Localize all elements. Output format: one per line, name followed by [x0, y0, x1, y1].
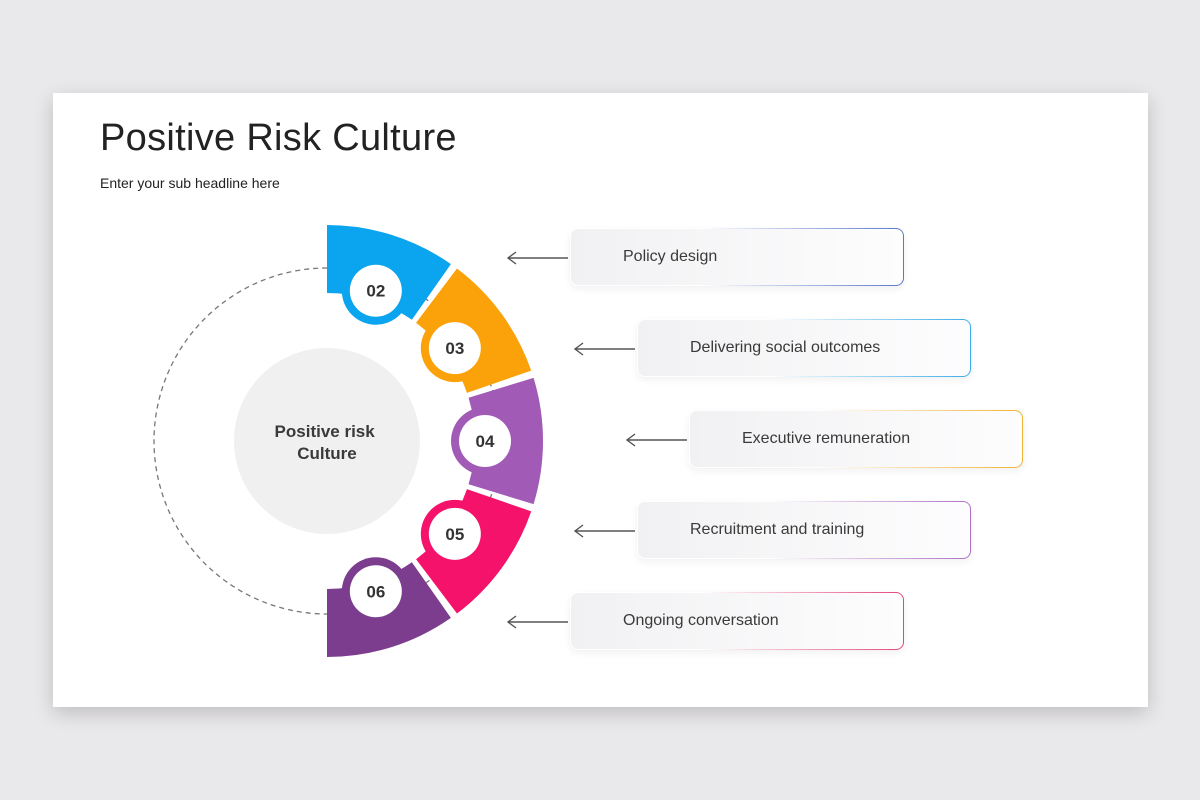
item-label: Executive remuneration	[742, 430, 911, 447]
segment-06: 06	[327, 557, 451, 657]
badge-circle	[428, 507, 481, 560]
page-title: Positive Risk Culture	[100, 117, 457, 159]
segment-03: 03	[416, 268, 532, 393]
item-label: Policy design	[623, 248, 718, 265]
center-label: Positive risk Culture	[275, 422, 380, 463]
segment-04: 04	[451, 377, 543, 505]
badge-number: 06	[366, 582, 385, 601]
badge-number: 03	[445, 339, 464, 358]
badge-number: 05	[445, 525, 464, 544]
item-label: Ongoing conversation	[623, 612, 779, 629]
item-card: Executive remuneration	[689, 410, 1023, 468]
arrow-left-icon	[573, 342, 635, 356]
badge-number: 04	[476, 432, 495, 451]
segments-layer: 02 03 04 05 06	[327, 225, 543, 657]
arrow-left-icon	[506, 251, 568, 265]
badge-circle	[349, 565, 402, 618]
arrow-left-icon	[573, 524, 635, 538]
center-label-line1: Positive risk	[275, 422, 376, 441]
arrow-left-icon	[506, 615, 568, 629]
item-card: Policy design	[570, 228, 904, 286]
page-subtitle: Enter your sub headline here	[100, 175, 280, 191]
arrows-layer	[506, 251, 687, 629]
item-label: Recruitment and training	[690, 521, 865, 538]
item-card: Ongoing conversation	[570, 592, 904, 650]
arrow-left-icon	[625, 433, 687, 447]
center-label-line2: Culture	[297, 444, 357, 463]
badge-circle	[349, 264, 402, 317]
center-circle	[234, 348, 420, 534]
item-label: Delivering social outcomes	[690, 339, 881, 356]
item-card: Delivering social outcomes	[637, 319, 971, 377]
badge-circle	[459, 415, 511, 467]
item-card: Recruitment and training	[637, 501, 971, 559]
badge-number: 02	[366, 282, 385, 301]
badge-circle	[428, 322, 481, 375]
segment-05: 05	[416, 489, 532, 614]
segment-02: 02	[327, 225, 451, 325]
